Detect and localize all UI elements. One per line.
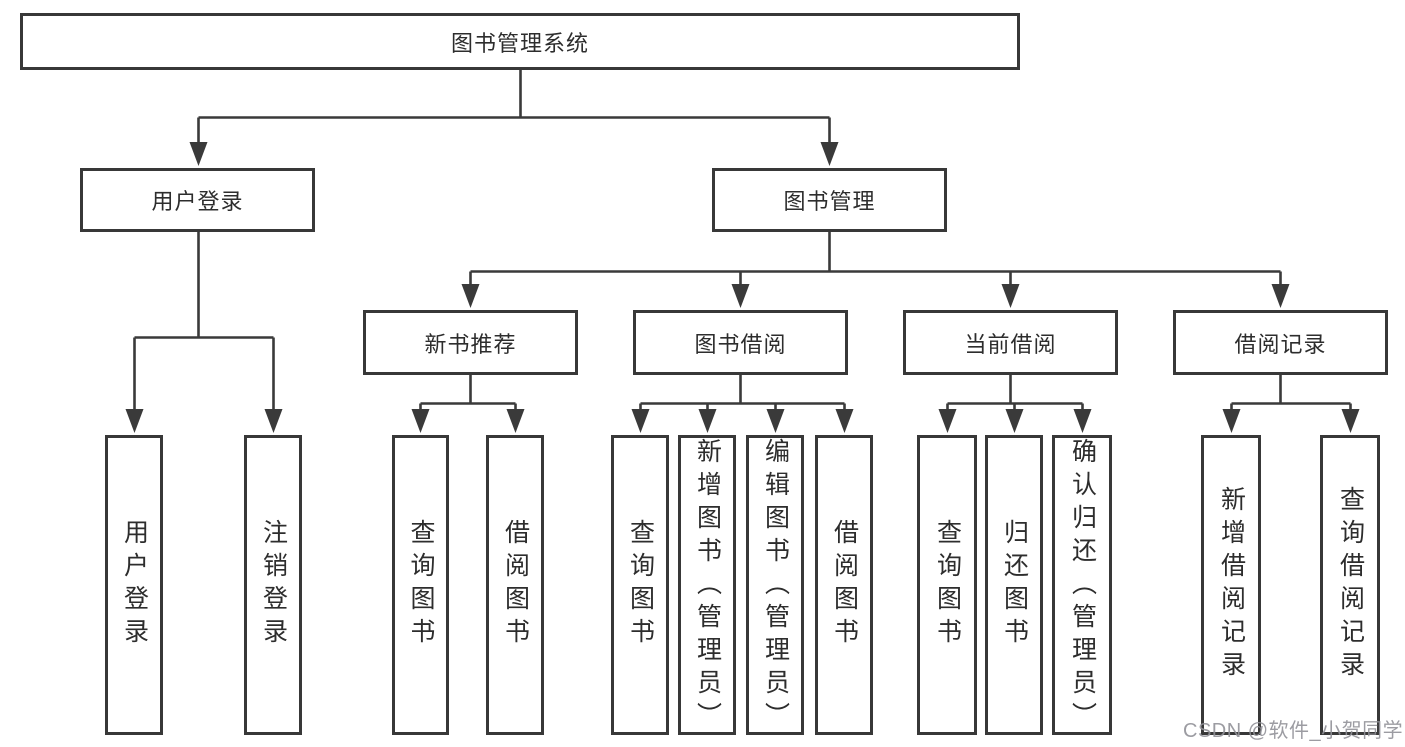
node-borrow-records: 借阅记录 xyxy=(1173,310,1388,375)
leaf-br-add-borrow-record: 新增借阅记录 xyxy=(1201,435,1261,735)
node-book-borrowing: 图书借阅 xyxy=(633,310,848,375)
leaf-user-login: 用户登录 xyxy=(105,435,163,735)
connector-book-management-children xyxy=(469,232,1282,288)
node-current-borrowing: 当前借阅 xyxy=(903,310,1118,375)
leaf-bb-add-books-admin: 新增图书（管理员） xyxy=(678,435,736,735)
leaf-bb-edit-books-admin: 编辑图书（管理员） xyxy=(746,435,804,735)
connector-current-borrowing-children xyxy=(946,375,1084,413)
leaf-bb-query-books: 查询图书 xyxy=(611,435,669,735)
leaf-br-query-borrow-record: 查询借阅记录 xyxy=(1320,435,1380,735)
arrowheads xyxy=(125,142,1360,433)
leaf-nbr-borrow-books: 借阅图书 xyxy=(486,435,544,735)
node-user-login: 用户登录 xyxy=(80,168,315,232)
leaf-cb-confirm-return-admin: 确认归还（管理员） xyxy=(1052,435,1112,735)
node-new-book-recommend: 新书推荐 xyxy=(363,310,578,375)
connector-root-to-level1 xyxy=(197,69,831,146)
leaf-nbr-query-books: 查询图书 xyxy=(392,435,449,735)
node-book-management: 图书管理 xyxy=(712,168,947,232)
connector-user-login-children xyxy=(133,232,275,413)
node-library-management-system: 图书管理系统 xyxy=(20,13,1020,70)
connector-new-book-recommend-children xyxy=(419,375,517,413)
connector-borrow-records-children xyxy=(1230,375,1352,413)
connector-book-borrowing-children xyxy=(639,375,846,413)
leaf-bb-borrow-books: 借阅图书 xyxy=(815,435,873,735)
leaf-logout-login: 注销登录 xyxy=(244,435,302,735)
leaf-cb-query-books: 查询图书 xyxy=(917,435,977,735)
csdn-watermark: CSDN @软件_小贺同学 xyxy=(1183,720,1404,742)
leaf-cb-return-books: 归还图书 xyxy=(985,435,1043,735)
